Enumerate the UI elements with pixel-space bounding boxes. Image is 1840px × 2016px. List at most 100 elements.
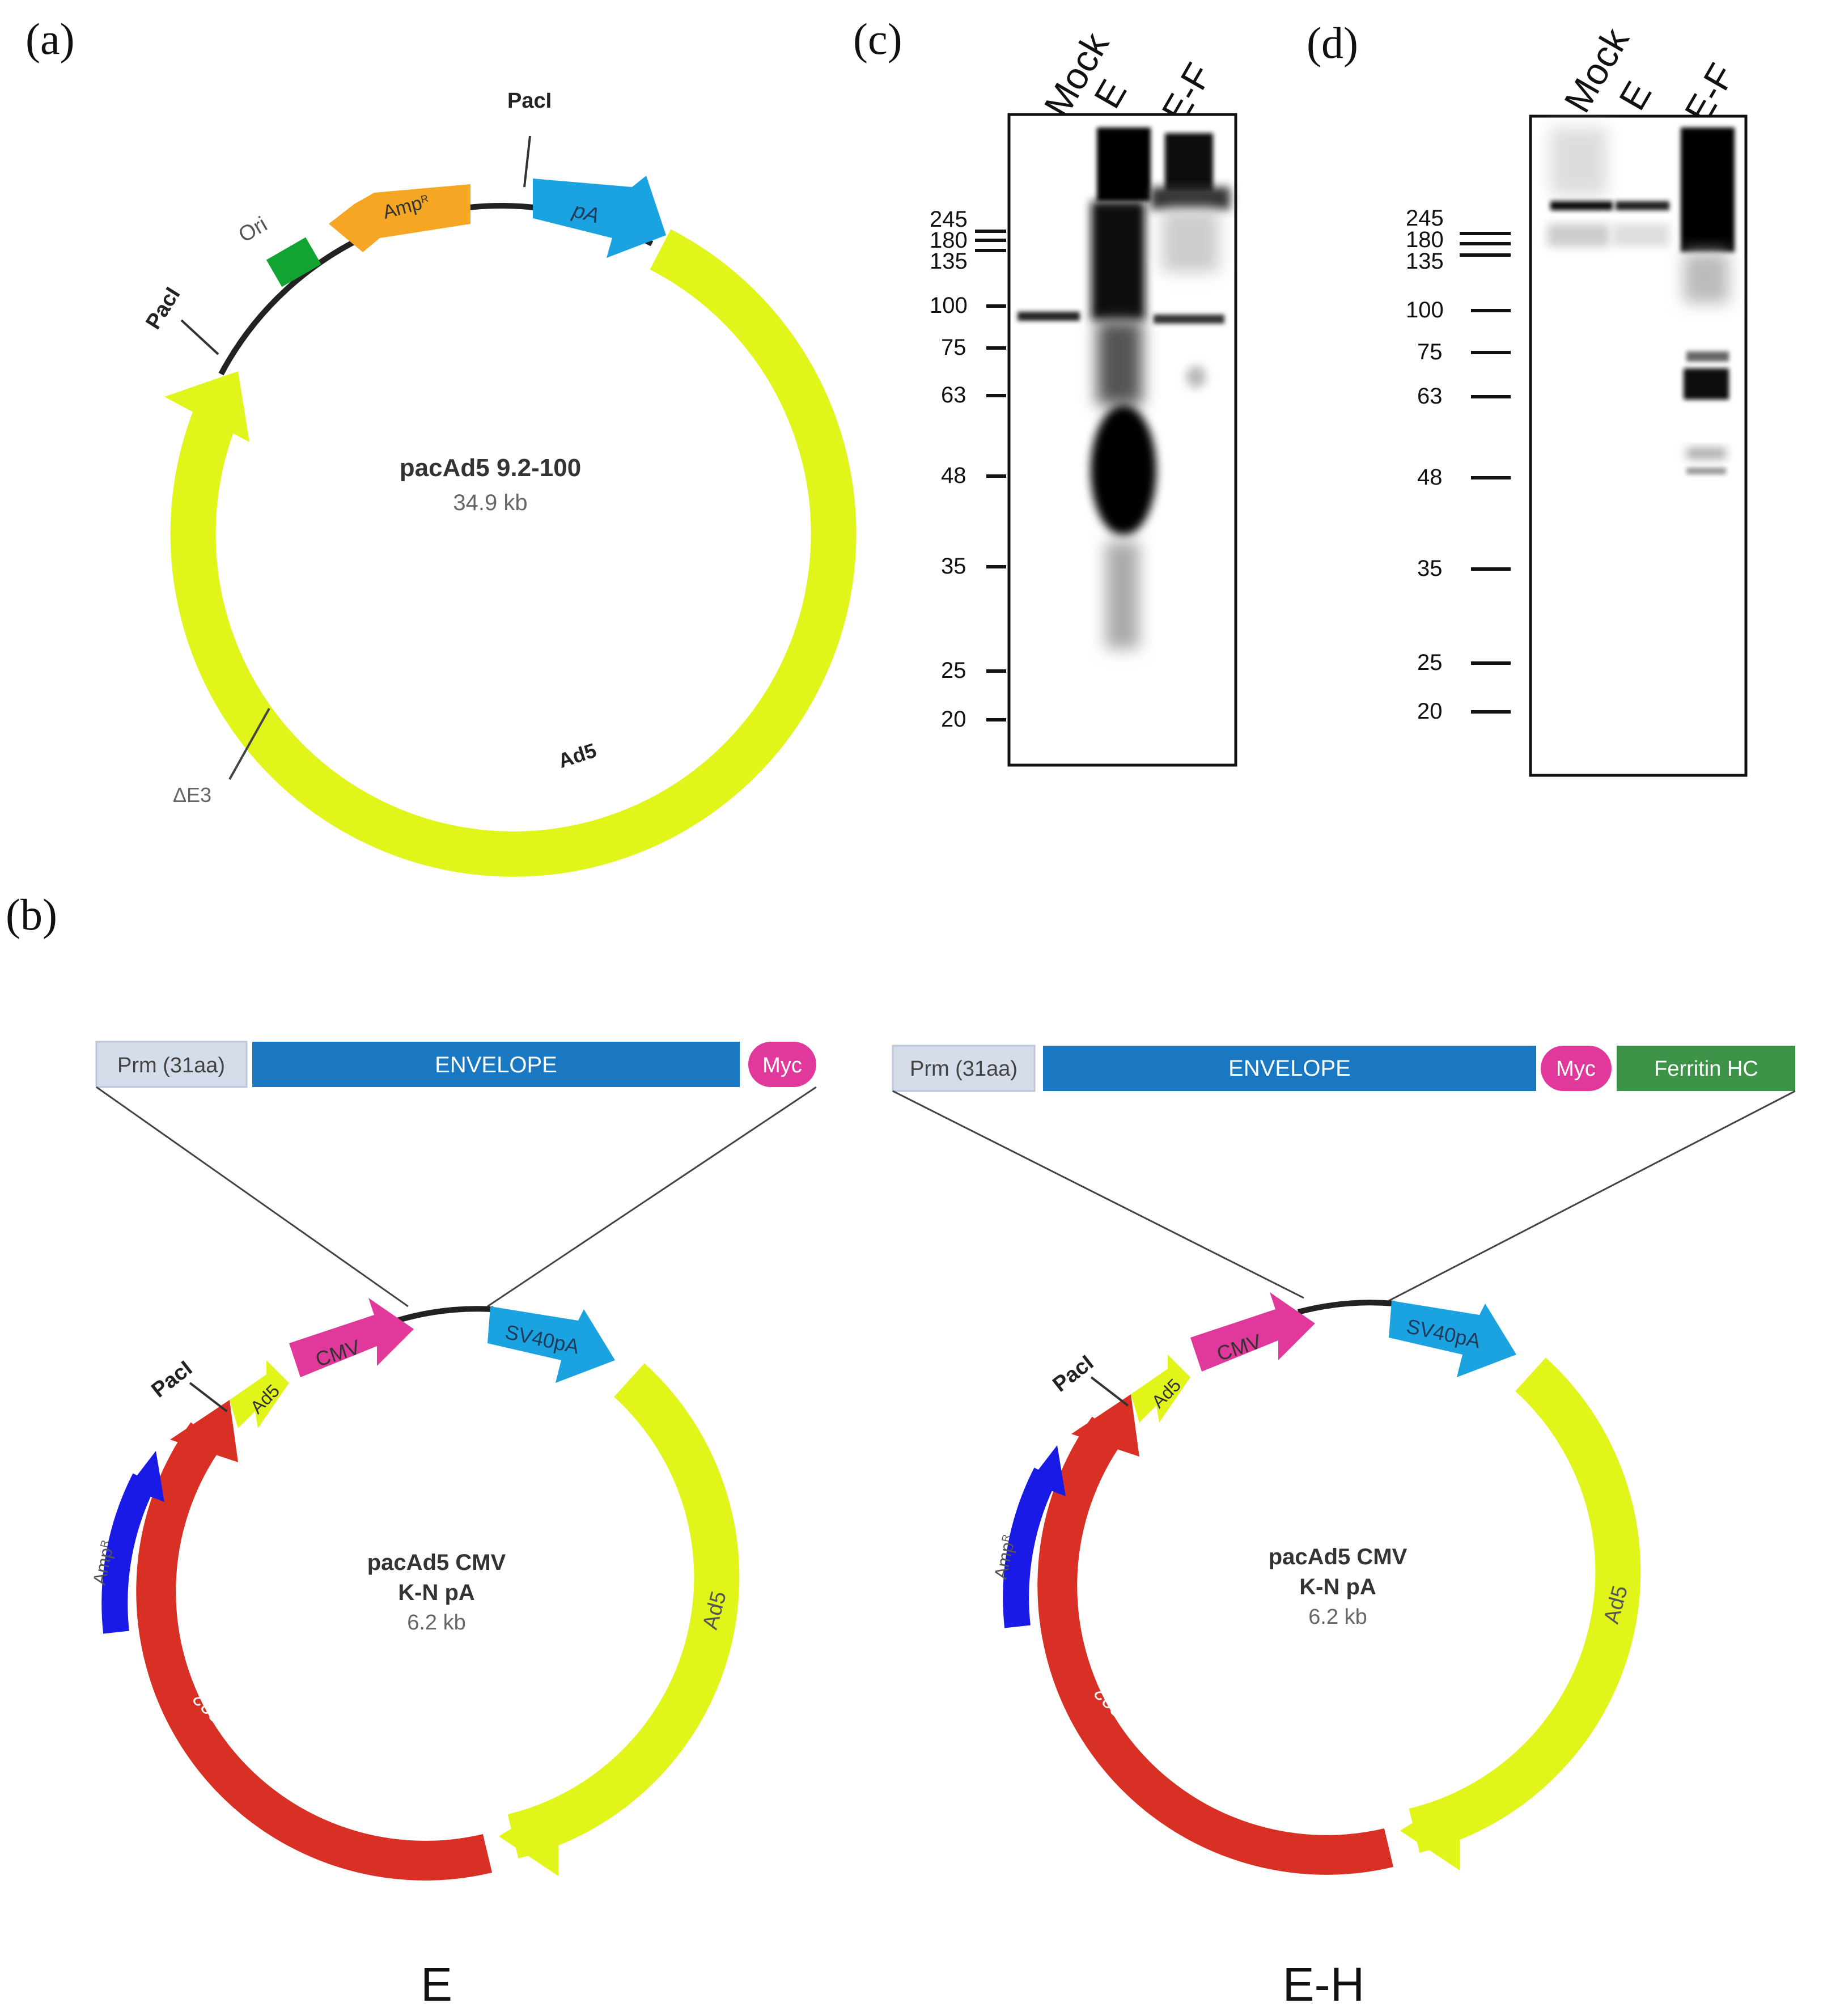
blot-bands-c	[1017, 128, 1230, 649]
marker-label: 20	[941, 707, 966, 732]
ad5-large-arrowhead	[1400, 1794, 1460, 1870]
plasmid-size: 6.2 kb	[407, 1611, 466, 1635]
marker-label: 35	[941, 554, 966, 579]
amp-feature-arrow	[329, 184, 470, 252]
envelope-segment	[1043, 1046, 1536, 1091]
marker-label: 75	[941, 335, 966, 360]
myc-segment	[748, 1042, 816, 1087]
envelope-segment	[252, 1042, 740, 1087]
prm-segment	[95, 1041, 248, 1088]
construct-eh: Prm (31aa) ENVELOPE Myc Ferritin HC Ad5 …	[892, 1045, 1796, 2011]
ori-label: Ori	[235, 213, 272, 248]
ad5-feature-label: Ad5	[556, 739, 599, 773]
zoom-line-right	[487, 1086, 817, 1308]
marker-label: 35	[1417, 556, 1443, 581]
construct-e: Prm (31aa) ENVELOPE Myc Ad5 CMV SV40pA A…	[89, 1041, 817, 2011]
panel-label-d: (d)	[1307, 18, 1358, 67]
marker-label: 63	[941, 383, 966, 408]
pbr322-arc	[136, 1422, 493, 1881]
lane-label-mock: Mock	[1036, 25, 1117, 124]
paci-pointer-left	[180, 319, 219, 355]
ferritin-segment	[1617, 1046, 1795, 1091]
marker-label: 100	[930, 293, 968, 318]
paci-site-label-top: PacI	[507, 89, 552, 113]
paci-site-label: PacI	[147, 1356, 197, 1402]
plasmid-name-line1: pacAd5 CMV	[367, 1550, 506, 1575]
marker-label: 100	[1406, 298, 1444, 322]
ferritin-label: Ferritin HC	[1654, 1057, 1758, 1081]
pbr322-arrowhead	[1071, 1394, 1139, 1457]
backbone-arc	[1297, 1300, 1395, 1315]
marker-label: 63	[1417, 384, 1443, 409]
ad5-large-arrowhead	[499, 1799, 558, 1876]
amp-arc	[101, 1473, 156, 1634]
ad5-large-arc	[507, 1363, 740, 1858]
blot-bands-d	[1548, 128, 1735, 474]
myc-segment	[1541, 1046, 1612, 1091]
marker-label: 48	[1417, 465, 1443, 490]
backbone-arc	[396, 1306, 494, 1323]
ad5-small-arrow	[230, 1360, 289, 1428]
prm-label: Prm (31aa)	[117, 1054, 225, 1077]
delta-e3-pointer	[228, 708, 270, 780]
western-blot-c: Mock E E-F 245 180 135 100 75 63 48	[930, 25, 1237, 767]
construct-caption: E-H	[1283, 1958, 1365, 2011]
pbr322-arrowhead	[170, 1400, 238, 1462]
plasmid-name-line1: pacAd5 CMV	[1269, 1544, 1407, 1569]
western-blot-d: Mock E E-F 245 180 135 100 75 63 48 35 2	[1406, 20, 1748, 777]
construct-caption: E	[421, 1958, 452, 2011]
zoom-line-left	[892, 1090, 1304, 1299]
pbr322-arc	[1037, 1416, 1394, 1875]
prm-segment	[892, 1045, 1036, 1092]
panel-label-b: (b)	[6, 890, 57, 939]
plasmid-name-line2: K-N pA	[1299, 1574, 1376, 1599]
marker-label: 20	[1417, 699, 1443, 724]
pa-feature-arrow	[533, 176, 666, 258]
amp-arrowhead	[1029, 1445, 1066, 1496]
marker-ladder-d: 245 180 135 100 75 63 48 35 25 20	[1406, 206, 1511, 724]
amp-arrowhead	[128, 1451, 164, 1502]
envelope-label: ENVELOPE	[1228, 1056, 1351, 1081]
myc-label: Myc	[1556, 1057, 1596, 1081]
marker-label: 180	[1406, 227, 1444, 252]
cmv-arrow	[289, 1298, 414, 1377]
paci-site-label-left: PacI	[141, 283, 185, 334]
plasmid-name: pacAd5 9.2-100	[400, 454, 581, 482]
marker-label: 245	[930, 207, 968, 232]
prm-label: Prm (31aa)	[910, 1057, 1017, 1081]
lane-labels-c: Mock	[1036, 25, 1117, 124]
cmv-arrow	[1190, 1292, 1315, 1372]
plasmid-size: 6.2 kb	[1308, 1605, 1367, 1629]
ad5-arrowhead	[164, 371, 249, 442]
marker-label: 25	[1417, 650, 1443, 675]
panel-label-a: (a)	[26, 14, 75, 63]
envelope-label: ENVELOPE	[435, 1052, 557, 1077]
amp-arc	[1003, 1467, 1058, 1628]
paci-pointer	[1090, 1376, 1129, 1407]
plasmid-name-line2: K-N pA	[398, 1580, 475, 1605]
marker-label: 25	[941, 658, 966, 683]
marker-label: 135	[1406, 249, 1444, 274]
ad5-small-arrow	[1131, 1355, 1190, 1423]
sv40pa-arrow	[487, 1306, 615, 1383]
plasmid-size: 34.9 kb	[453, 490, 527, 515]
zoom-line-right	[1388, 1090, 1796, 1302]
marker-ladder-c: 245 180 135 100 75 63 48 35 25 20	[930, 207, 1006, 732]
panel-label-c: (c)	[853, 14, 902, 63]
marker-label: 135	[930, 249, 968, 274]
marker-label: 180	[930, 228, 968, 253]
ori-feature-box	[266, 237, 321, 287]
zoom-line-left	[96, 1086, 409, 1308]
marker-label: 48	[941, 463, 966, 488]
marker-label: 245	[1406, 206, 1444, 231]
delta-e3-label: ΔE3	[173, 783, 211, 807]
marker-label: 75	[1417, 339, 1443, 364]
myc-label: Myc	[762, 1054, 802, 1077]
ad5-large-arc	[1409, 1357, 1641, 1853]
plasmid-map-a: AmpR pA Ori Ad5 PacI PacI ΔE3 pacAd5 9.2…	[141, 89, 857, 877]
paci-pointer	[189, 1382, 228, 1412]
paci-site-label: PacI	[1049, 1351, 1098, 1397]
sv40pa-arrow	[1389, 1301, 1516, 1377]
ad5-feature-arc	[170, 229, 857, 877]
